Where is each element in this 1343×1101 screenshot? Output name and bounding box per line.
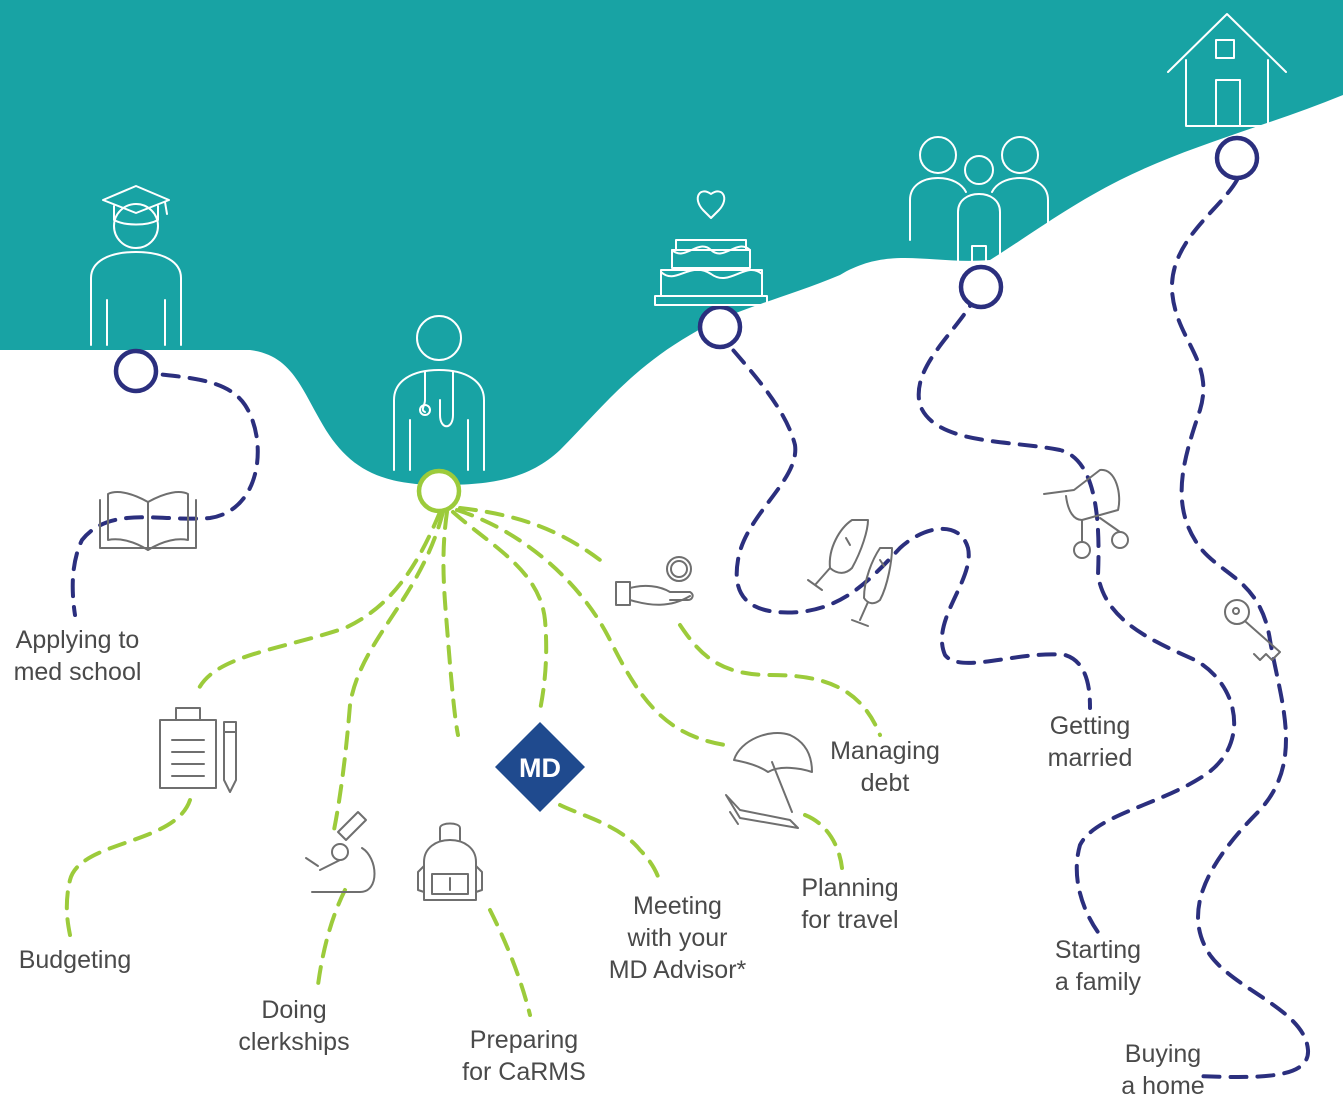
md-logo-text: MD (519, 753, 561, 783)
path-family-to-starting-family (916, 290, 1237, 937)
path-budgeting-lower (64, 798, 192, 937)
wedding-cake-icon (654, 190, 768, 306)
backpack-icon (417, 822, 483, 901)
node-house (1214, 135, 1260, 181)
book-icon (99, 491, 197, 551)
path-debt-lower (678, 623, 882, 737)
node-residency (416, 468, 462, 514)
label-managing-debt: Managing debt (830, 737, 940, 797)
graduate-icon (90, 185, 182, 346)
baby-stroller-icon (1043, 468, 1129, 559)
path-house-to-buying-home (1169, 178, 1311, 1079)
label-meeting-md-advisor: Meeting with your MD Advisor* (608, 892, 747, 984)
label-budgeting: Budgeting (18, 946, 132, 974)
label-starting-a-family: Starting a family (1054, 936, 1142, 996)
label-buying-a-home: Buying a home (1121, 1040, 1205, 1100)
teal-background (0, 0, 1343, 485)
path-to-clerkships (332, 510, 445, 832)
path-to-travel (455, 508, 727, 747)
label-planning-for-travel: Planning for travel (801, 874, 899, 934)
champagne-glasses-icon (807, 519, 893, 627)
doctor-icon (393, 315, 485, 471)
path-md-advisor-lower (558, 803, 662, 887)
path-travel-lower (803, 813, 844, 870)
hand-coin-icon (615, 556, 694, 606)
label-preparing-for-carms: Preparing for CaRMS (462, 1026, 586, 1086)
path-to-debt (458, 506, 602, 562)
family-icon (909, 136, 1049, 263)
node-med-school (113, 348, 159, 394)
key-icon (1224, 599, 1281, 661)
path-wedding-to-married (714, 328, 1092, 710)
path-to-carms (441, 510, 460, 737)
label-doing-clerkships: Doing clerkships (238, 996, 350, 1056)
node-wedding (697, 304, 743, 350)
node-family (958, 264, 1004, 310)
path-carms-lower (488, 908, 532, 1017)
path-to-budgeting (196, 510, 442, 692)
label-applying-to-med-school: Applying to med school (13, 626, 142, 686)
microscope-icon (305, 811, 376, 893)
md-logo: MD (495, 722, 585, 812)
path-clerkships-lower (316, 888, 347, 987)
clipboard-pencil-icon (159, 707, 237, 793)
beach-chair-umbrella-icon (725, 732, 813, 829)
path-to-med-school-label (70, 369, 260, 617)
path-to-md-advisor (451, 510, 549, 712)
label-getting-married: Getting married (1047, 712, 1133, 772)
residency-paths (64, 506, 882, 1017)
house-icon (1167, 13, 1287, 127)
